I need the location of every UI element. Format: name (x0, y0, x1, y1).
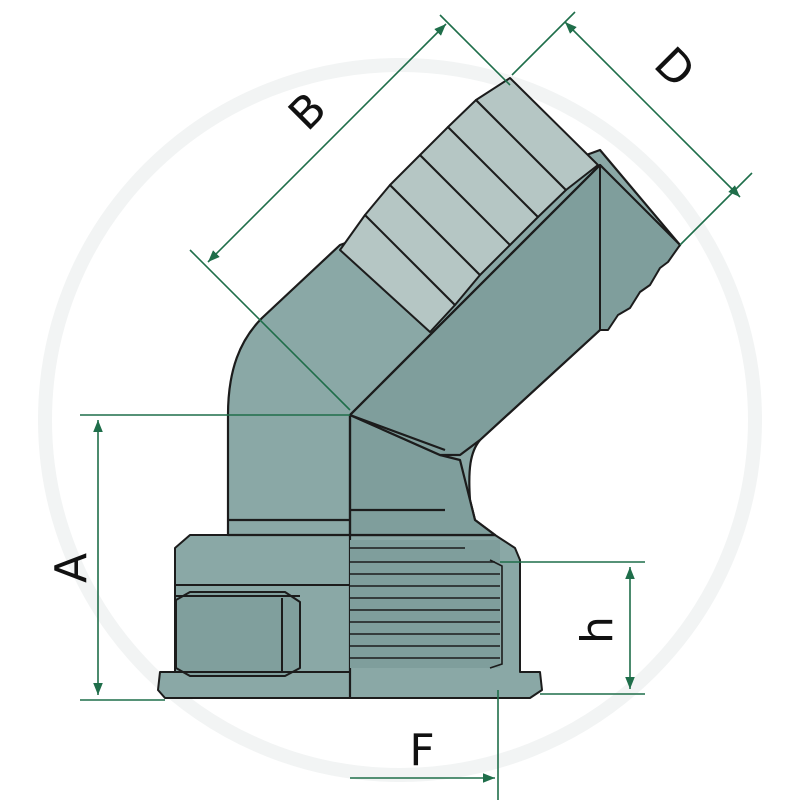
dimension-label-a: A (46, 553, 97, 583)
dimension-label-b: B (279, 83, 336, 140)
dimension-label-d: D (644, 38, 704, 98)
dimension-d-line (564, 21, 741, 198)
dimension-lines (80, 11, 753, 800)
dimension-b-line (207, 23, 447, 263)
dimension-label-h: h (572, 616, 623, 644)
dimension-label-f: F (409, 725, 434, 776)
internal-thread (350, 540, 503, 669)
